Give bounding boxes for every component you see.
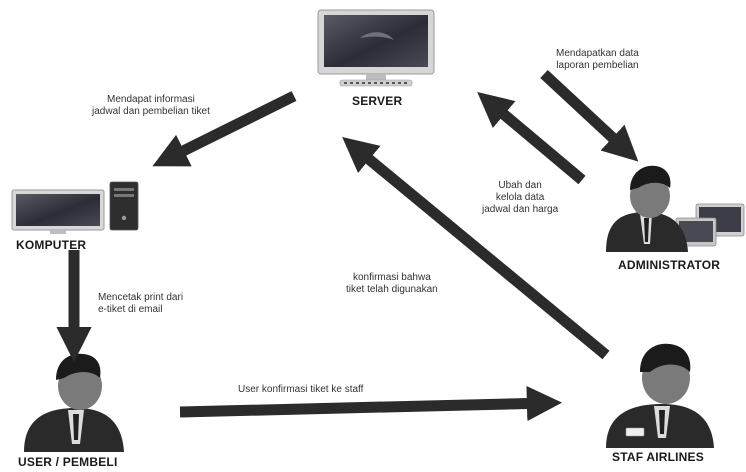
user-label: USER / PEMBELI	[18, 455, 118, 469]
arrow-server-to-admin	[540, 69, 639, 162]
arrow-server-to-komputer	[152, 91, 297, 167]
arrow-admin-to-server	[477, 91, 586, 185]
person-icon	[24, 353, 124, 452]
person-at-computer-icon	[606, 165, 745, 252]
arrow-staf-to-server	[342, 137, 610, 360]
server-label: SERVER	[352, 94, 403, 108]
person-icon	[606, 343, 714, 448]
administrator-label: ADMINISTRATOR	[618, 258, 721, 272]
edge-label-admin-to-server: Ubah dan kelola data jadwal dan harga	[482, 180, 559, 215]
arrow-user-to-staf	[179, 385, 563, 422]
edge-label-staf-to-server: konfirmasi bahwa tiket telah digunakan	[346, 272, 438, 295]
komputer-label: KOMPUTER	[16, 238, 87, 252]
desktop-computer-icon	[11, 181, 139, 234]
edge-label-server-to-komputer: Mendapat informasi jadwal dan pembelian …	[92, 94, 210, 117]
staf-label: STAF AIRLINES	[612, 450, 704, 464]
edge-label-komputer-to-user: Mencetak print dari e-tiket di email	[98, 292, 184, 315]
edge-label-user-to-staf: User konfirmasi tiket ke staff	[238, 384, 364, 395]
edge-label-server-to-admin: Mendapatkan data laporan pembelian	[556, 48, 639, 71]
server-monitor-icon	[317, 9, 435, 87]
